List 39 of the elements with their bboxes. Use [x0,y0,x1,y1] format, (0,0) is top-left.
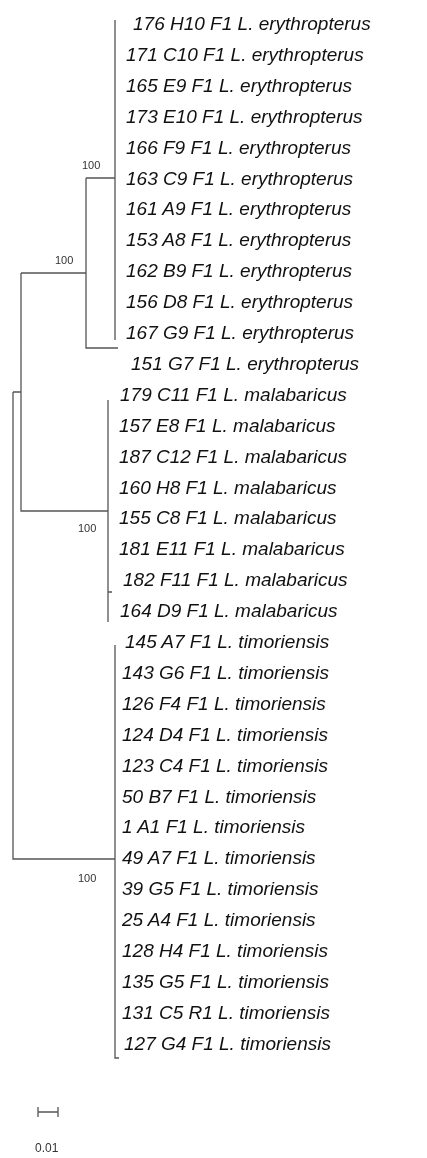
taxon-label: 157 E8 F1 L. malabaricus [119,414,336,437]
taxon-label: 176 H10 F1 L. erythropterus [133,13,371,35]
taxon-label: 160 H8 F1 L. malabaricus [119,476,337,499]
taxon-label: 124 D4 F1 L. timoriensis [122,723,328,746]
taxon-label: 131 C5 R1 L. timoriensis [122,1001,331,1024]
taxon-label: 187 C12 F1 L. malabaricus [119,445,348,468]
taxon-label: 155 C8 F1 L. malabaricus [119,507,337,530]
bootstrap-value: 100 [78,872,97,885]
taxon-label: 143 G6 F1 L. timoriensis [122,661,329,684]
taxon-label: 135 G5 F1 L. timoriensis [122,970,329,993]
taxon-label: 164 D9 F1 L. malabaricus [120,600,338,623]
taxon-label: 165 E9 F1 L. erythropterus [126,74,352,97]
taxon-label: 161 A9 F1 L. erythropterus [126,198,352,221]
taxon-label: 182 F11 F1 L. malabaricus [123,569,348,592]
taxon-label: 145 A7 F1 L. timoriensis [125,631,330,653]
taxon-label: 181 E11 F1 L. malabaricus [119,538,345,561]
taxon-label: 151 G7 F1 L. erythropterus [131,352,360,375]
taxon-label: 126 F4 F1 L. timoriensis [122,692,326,715]
taxon-label: 123 C4 F1 L. timoriensis [122,754,328,777]
taxon-label: 167 G9 F1 L. erythropterus [126,322,355,344]
taxon-label: 39 G5 F1 L. timoriensis [122,878,319,901]
taxon-label: 127 G4 F1 L. timoriensis [124,1032,331,1055]
bootstrap-value: 100 [78,522,97,535]
bootstrap-value: 100 [82,159,101,172]
taxon-label: 156 D8 F1 L. erythropterus [126,291,354,314]
taxon-label: 166 F9 F1 L. erythropterus [126,136,351,159]
taxon-label: 50 B7 F1 L. timoriensis [122,785,317,808]
taxon-label: 49 A7 F1 L. timoriensis [122,847,316,870]
scale-label: 0.01 [35,1141,59,1155]
taxon-label: 1 A1 F1 L. timoriensis [122,816,306,839]
taxon-label: 163 C9 F1 L. erythropterus [126,167,354,190]
taxon-label: 153 A8 F1 L. erythropterus [126,229,352,252]
bootstrap-value: 100 [55,254,74,267]
taxon-label: 128 H4 F1 L. timoriensis [122,940,328,962]
taxon-label: 162 B9 F1 L. erythropterus [126,260,352,283]
taxon-label: 179 C11 F1 L. malabaricus [120,383,347,406]
taxon-label: 25 A4 F1 L. timoriensis [122,909,316,932]
taxon-label: 171 C10 F1 L. erythropterus [126,43,364,66]
taxon-label: 173 E10 F1 L. erythropterus [126,105,363,128]
